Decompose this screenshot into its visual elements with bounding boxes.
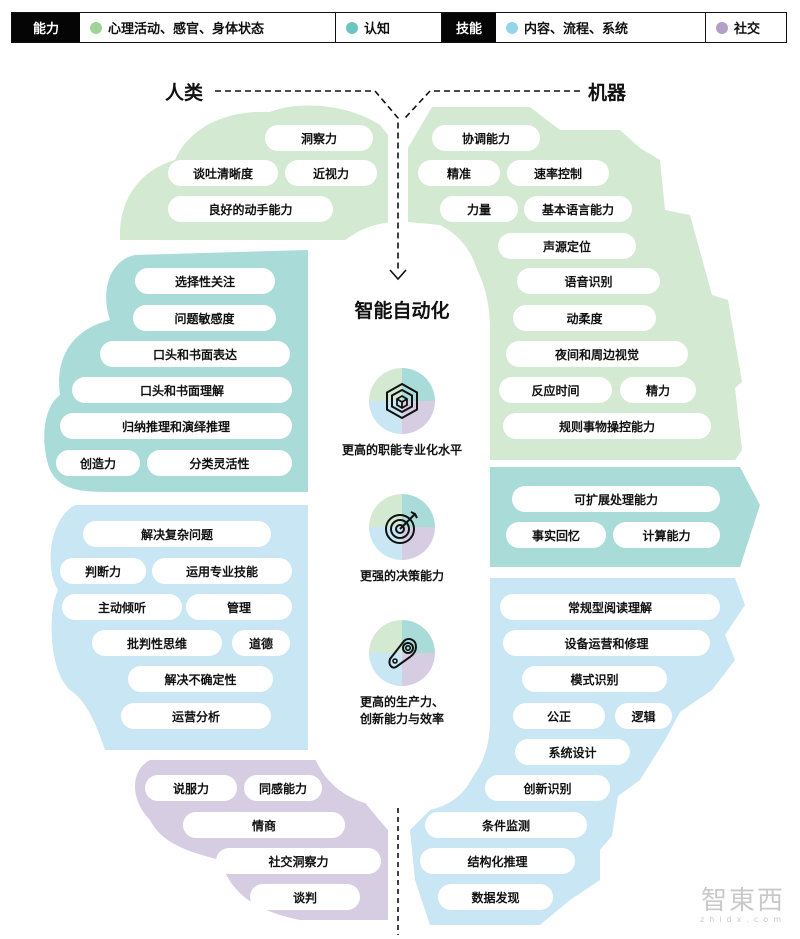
skill-pill: 口头和书面表达 [100,341,290,367]
skill-pill: 同感能力 [244,775,322,801]
blue-dot-icon [506,21,518,34]
benefit-icon-circle [369,620,435,686]
skill-pill: 情商 [183,812,345,838]
skill-pill: 系统设计 [515,739,630,765]
skill-pill: 常规型阅读理解 [500,594,720,620]
benefit-label: 更强的决策能力 [359,569,444,583]
benefit-productivity: 更高的生产力、 创新能力与效率 [318,620,486,728]
skill-pill: 谈判 [250,884,360,910]
legend-ability-header: 能力 [12,13,80,42]
watermark-url: zhidx.com [700,915,786,924]
skill-pill: 判断力 [60,558,146,584]
skill-pill: 模式识别 [522,666,667,692]
skill-pill: 基本语言能力 [524,196,632,222]
skill-pill: 反应时间 [499,377,612,403]
legend-item-physical: 心理活动、感官、身体状态 [80,13,336,42]
green-dot-icon [90,21,102,34]
legend-label: 社交 [734,22,761,37]
skill-pill: 速率控制 [507,160,609,186]
benefit-label-line: 更高的生产力、 [359,695,444,709]
skill-pill: 事实回忆 [506,522,606,548]
skill-pill: 数据发现 [438,884,553,910]
legend-label: 心理活动、感官、身体状态 [108,22,265,37]
skill-pill: 近视力 [285,160,377,186]
watermark-logo: 智東西 zhidx.com [700,880,786,924]
skill-pill: 社交洞察力 [216,848,381,874]
benefit-specialization: 更高的职能专业化水平 [318,368,486,459]
machine-connector-line [404,90,580,119]
skill-pill: 公正 [513,703,605,729]
skill-pill: 运营分析 [121,703,271,729]
cube-icon [386,382,418,420]
skill-pill: 谈吐清晰度 [168,160,278,186]
skill-pill: 主动倾听 [62,594,182,620]
machine-cognitive-region [485,467,760,567]
skill-pill: 设备运营和修理 [503,630,710,656]
skill-pill: 精准 [418,160,500,186]
skill-pill: 洞察力 [265,125,373,151]
legend-label: 认知 [364,22,391,37]
skill-pill: 计算能力 [613,522,720,548]
benefit-decision: 更强的决策能力 [318,494,486,585]
skill-pill: 逻辑 [615,703,672,729]
skill-pill: 道德 [232,630,290,656]
skill-pill: 创新识别 [485,775,610,801]
skill-pill: 良好的动手能力 [168,196,333,222]
skill-pill: 结构化推理 [420,848,575,874]
watermark-text: 智東西 [701,886,786,916]
skill-pill: 问题敏感度 [133,305,276,331]
center-title: 智能自动化 [354,300,450,322]
human-connector-line [215,90,399,270]
skill-pill: 归纳推理和演绎推理 [60,413,292,439]
legend-label: 内容、流程、系统 [524,22,629,37]
skill-pill: 协调能力 [432,125,540,151]
skill-pill: 语音识别 [517,268,660,294]
human-title: 人类 [165,82,204,104]
legend-bar: 能力 心理活动、感官、身体状态 认知 技能 内容、流程、系统 社交 [11,12,787,43]
skill-pill: 动柔度 [513,305,656,331]
skill-pill: 规则事物操控能力 [503,413,711,439]
skill-pill: 选择性关注 [135,268,275,294]
skill-pill: 创造力 [56,450,140,476]
benefit-label-line: 创新能力与效率 [359,712,444,726]
skill-pill: 管理 [186,594,292,620]
benefit-label: 更高的职能专业化水平 [341,443,462,457]
benefit-icon-circle [369,494,435,560]
down-arrow-icon [389,269,407,281]
skill-pill: 声源定位 [498,233,636,259]
skill-pill: 说服力 [145,775,237,801]
skill-pill: 力量 [440,196,518,222]
skill-pill: 精力 [620,377,696,403]
skill-pill: 可扩展处理能力 [512,486,720,512]
target-icon [385,511,418,544]
legend-skill-header: 技能 [442,13,496,42]
skill-pill: 夜间和周边视觉 [506,341,688,367]
legend-item-skills: 内容、流程、系统 [496,13,706,42]
tag-icon [388,638,418,669]
benefit-icon-circle [369,368,435,434]
skill-pill: 解决不确定性 [128,666,273,692]
skill-pill: 运用专业技能 [152,558,292,584]
teal-dot-icon [346,21,358,34]
skill-pill: 口头和书面理解 [72,377,292,403]
legend-item-cognitive: 认知 [336,13,442,42]
skill-pill: 解决复杂问题 [83,521,271,547]
skill-pill: 条件监测 [425,812,587,838]
machine-title: 机器 [588,82,627,104]
skill-pill: 分类灵活性 [147,450,292,476]
benefit-label: 更高的生产力、 创新能力与效率 [318,694,486,728]
legend-item-social: 社交 [706,13,786,42]
purple-dot-icon [716,21,728,34]
skill-pill: 批判性思维 [92,630,222,656]
